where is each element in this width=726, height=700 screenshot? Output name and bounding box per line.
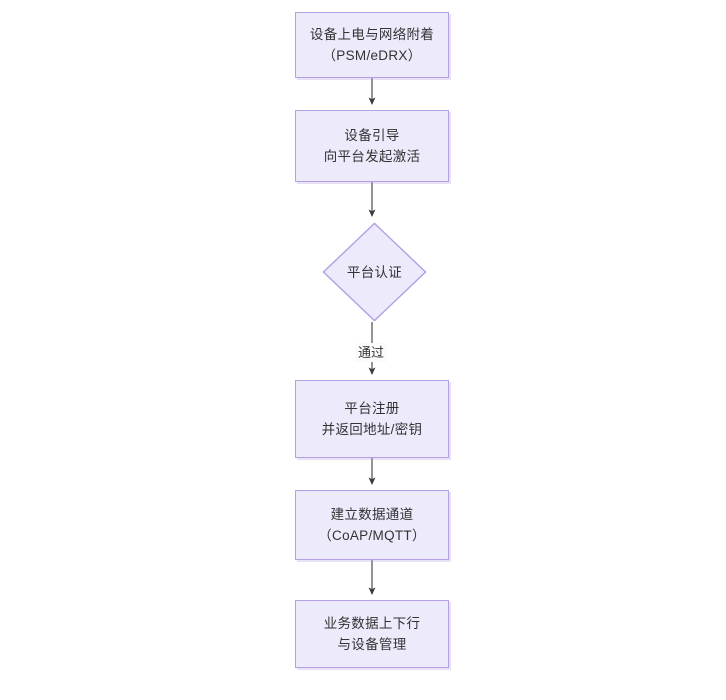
node-device-power-on[interactable]: 设备上电与网络附着 （PSM/eDRX） [295, 12, 449, 78]
node-text-line: 业务数据上下行 [323, 616, 421, 631]
node-text-line: 平台认证 [346, 264, 403, 280]
node-text-line: （CoAP/MQTT） [318, 528, 426, 543]
node-text-line: 建立数据通道 [330, 507, 414, 522]
diamond-shape-icon [322, 222, 427, 322]
node-platform-authentication[interactable]: 平台认证 [322, 222, 427, 322]
node-text-line: 与设备管理 [337, 637, 407, 652]
node-device-bootstrap[interactable]: 设备引导 向平台发起激活 [295, 110, 449, 182]
node-text-line: 设备引导 [344, 128, 400, 143]
node-establish-data-channel[interactable]: 建立数据通道 （CoAP/MQTT） [295, 490, 449, 560]
node-text-line: 平台注册 [344, 401, 400, 416]
edge-label-pass: 通过 [355, 343, 388, 362]
node-business-data-and-device-management[interactable]: 业务数据上下行 与设备管理 [295, 600, 449, 668]
node-text-line: 并返回地址/密钥 [321, 422, 423, 437]
node-text-line: 设备上电与网络附着 [309, 27, 435, 42]
node-text-line: 向平台发起激活 [323, 149, 421, 164]
node-text-line: （PSM/eDRX） [322, 48, 422, 63]
node-platform-registration[interactable]: 平台注册 并返回地址/密钥 [295, 380, 449, 458]
diamond-label-wrap: 平台认证 [322, 222, 427, 322]
